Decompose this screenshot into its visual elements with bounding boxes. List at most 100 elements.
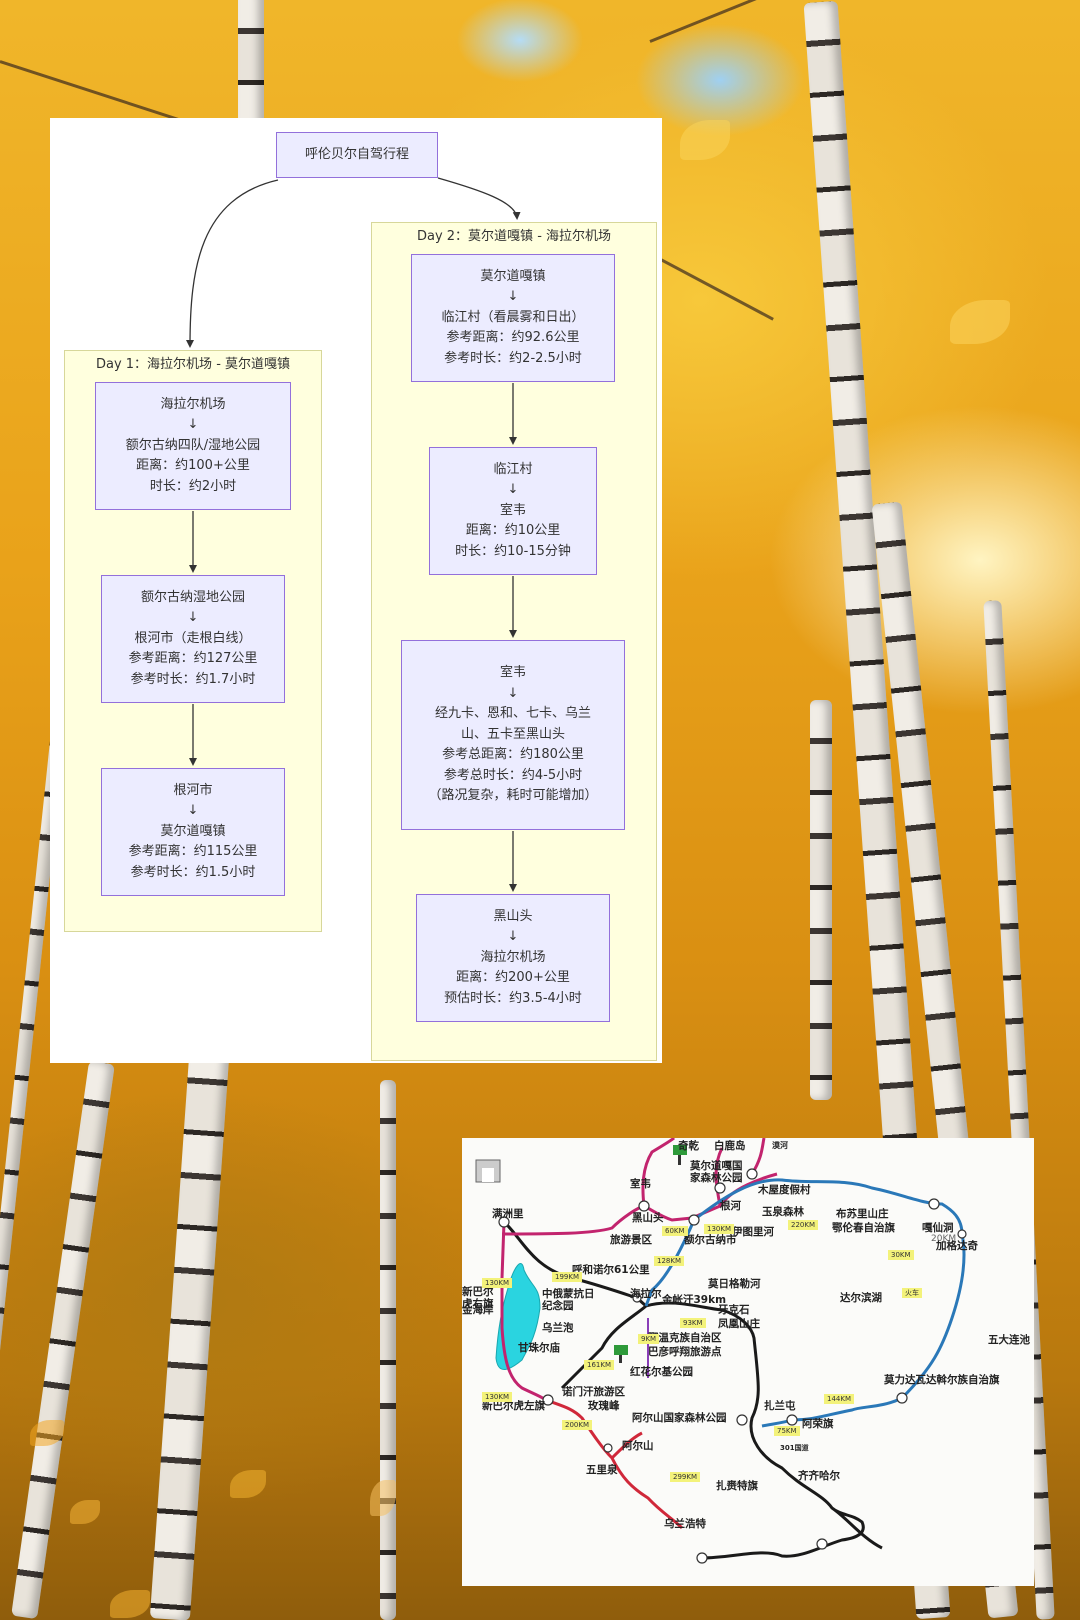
day2-step4-node: 黑山头 ↓ 海拉尔机场 距离：约200+公里 预估时长：约3.5-4小时 <box>416 894 610 1022</box>
distance-badge: 9KM <box>638 1334 660 1344</box>
step-duration: 参考总时长：约4-5小时 <box>443 767 583 783</box>
map-label: 五大连池 <box>988 1334 1030 1346</box>
step-duration: 预估时长：约3.5-4小时 <box>444 990 582 1006</box>
step-distance: 距离：约10公里 <box>465 523 561 539</box>
step-to: 临江村（看晨雾和日出） <box>441 309 585 325</box>
down-arrow-icon: ↓ <box>187 417 199 433</box>
map-label: 玉泉森林 <box>762 1206 804 1218</box>
distance-badge: 75KM <box>774 1426 800 1436</box>
distance-badge: 130KM <box>704 1224 734 1234</box>
map-label: 金帐汗39km <box>662 1294 727 1306</box>
station-markers <box>498 1168 967 1564</box>
step-from: 黑山头 <box>493 908 533 924</box>
leaf <box>680 120 730 160</box>
distance-badge: 93KM <box>680 1318 706 1328</box>
map-label: 301国道 <box>780 1444 809 1452</box>
map-label: 根河 <box>720 1200 741 1212</box>
day1-step2-node: 额尔古纳湿地公园 ↓ 根河市（走根白线） 参考距离：约127公里 参考时长：约1… <box>101 575 285 703</box>
map-label: 中俄蒙抗日纪念园 <box>542 1288 595 1312</box>
step-distance: 距离：约100+公里 <box>136 458 250 474</box>
day2-step3-node: 室韦 ↓ 经九卡、恩和、七卡、乌兰山、五卡至黑山头 参考总距离：约180公里 参… <box>401 640 625 830</box>
step-distance: 参考距离：约115公里 <box>128 844 258 860</box>
leaf <box>70 1500 100 1524</box>
step-from: 根河市 <box>173 782 213 798</box>
birch-trunk <box>380 1080 396 1620</box>
edge-root-day2 <box>437 177 521 220</box>
city-gate-icon <box>475 1159 501 1183</box>
map-label: 莫力达瓦达斡尔族自治旗 <box>884 1374 1000 1386</box>
map-label: 巴彦呼翔旅游点 <box>648 1346 722 1358</box>
step-distance: 参考距离：约92.6公里 <box>446 330 580 346</box>
root-title: 呼伦贝尔自驾行程 <box>304 146 409 162</box>
distance-badge: 220KM <box>788 1220 818 1230</box>
step-to: 室韦 <box>499 502 526 518</box>
map-label: 达尔滨湖 <box>840 1292 882 1304</box>
map-label: 黑山头 <box>632 1212 664 1224</box>
map-label: 白鹿岛 <box>714 1140 746 1152</box>
map-label: 旅游景区 <box>610 1234 652 1246</box>
map-label: 伊图里河 <box>732 1226 774 1238</box>
step-to: 莫尔道嘎镇 <box>160 823 226 839</box>
black-route <box>502 1220 883 1560</box>
step-to: 根河市（走根白线） <box>134 630 252 646</box>
route-map: 奇乾 白鹿岛 漠河 莫尔道嘎国家森林公园 室韦 木屋度假村 根河 玉泉森林 布苏… <box>462 1138 1034 1586</box>
down-arrow-icon: ↓ <box>187 610 199 626</box>
step-from: 莫尔道嘎镇 <box>480 268 546 284</box>
down-arrow-icon: ↓ <box>507 685 519 701</box>
down-arrow-icon: ↓ <box>187 803 199 819</box>
map-label: 加格达奇 <box>936 1240 978 1252</box>
distance-badge: 130KM <box>482 1278 512 1288</box>
map-label: 满洲里 <box>492 1208 524 1220</box>
map-label: 新巴尔虎左旗 <box>482 1400 545 1412</box>
day2-step2-node: 临江村 ↓ 室韦 距离：约10公里 时长：约10-15分钟 <box>429 447 597 575</box>
distance-badge: 130KM <box>482 1392 512 1402</box>
leaf <box>230 1470 266 1498</box>
step-from: 额尔古纳湿地公园 <box>140 589 245 605</box>
map-label: 乌兰浩特 <box>664 1518 706 1530</box>
distance-badge: 199KM <box>552 1272 582 1282</box>
step-from: 临江村 <box>493 461 533 477</box>
down-arrow-icon: ↓ <box>507 929 519 945</box>
leaf <box>110 1590 150 1618</box>
distance-badge: 144KM <box>824 1394 854 1404</box>
map-label: 凤凰山庄 <box>718 1318 760 1330</box>
step-from: 海拉尔机场 <box>160 396 226 412</box>
route-lines <box>475 1138 967 1564</box>
flowchart-edges <box>186 177 521 892</box>
map-label: 呼和诺尔61公里 <box>572 1264 650 1276</box>
day1-step1-node: 海拉尔机场 ↓ 额尔古纳四队/湿地公园 距离：约100+公里 时长：约2小时 <box>95 382 291 510</box>
map-label: 五里泉 <box>586 1464 618 1476</box>
map-label: 漠河 <box>772 1141 788 1150</box>
down-arrow-icon: ↓ <box>507 482 519 498</box>
step-to: 经九卡、恩和、七卡、乌兰山、五卡至黑山头 <box>434 706 591 742</box>
map-label: 奇乾 <box>678 1140 699 1152</box>
distance-badge: 299KM <box>670 1472 700 1482</box>
step-distance: 参考总距离：约180公里 <box>442 747 584 763</box>
step-duration: 参考时长：约1.5小时 <box>130 864 256 880</box>
map-label: 扎赉特旗 <box>716 1480 758 1492</box>
map-label: 阿尔山 <box>622 1440 654 1452</box>
step-from: 室韦 <box>499 665 526 681</box>
map-label: 莫日格勒河 <box>708 1278 761 1290</box>
day1-title: Day 1：海拉尔机场 - 莫尔道嘎镇 <box>95 357 291 372</box>
map-label: 诺门汗旅游区 <box>562 1386 625 1398</box>
down-arrow-icon: ↓ <box>507 289 519 305</box>
forest-park-icon <box>673 1145 687 1165</box>
root-node: 呼伦贝尔自驾行程 <box>276 132 438 178</box>
map-label: 乌兰泡 <box>542 1322 574 1334</box>
map-label: 布苏里山庄 <box>836 1208 889 1220</box>
step-note: （路况复杂，耗时可能增加） <box>428 788 598 804</box>
map-label: 阿尔山国家森林公园 <box>632 1412 727 1424</box>
step-to: 海拉尔机场 <box>480 949 546 965</box>
edge-root-day1 <box>186 179 279 348</box>
step-duration: 时长：约2小时 <box>149 478 237 494</box>
step-to: 额尔古纳四队/湿地公园 <box>125 437 261 453</box>
map-label: 甘珠尔庙 <box>518 1342 560 1354</box>
step-duration: 参考时长：约1.7小时 <box>130 671 256 687</box>
map-label: 木屋度假村 <box>758 1184 811 1196</box>
distance-badge: 20KM <box>931 1234 957 1244</box>
map-label: 鄂温克族自治区 <box>648 1332 722 1344</box>
leaf <box>950 300 1010 344</box>
map-label: 新巴尔虎右旗 <box>462 1286 494 1310</box>
itinerary-flowchart: 呼伦贝尔自驾行程 Day 1：海拉尔机场 - 莫尔道嘎镇 海拉尔机场 ↓ 额尔古… <box>50 118 662 1063</box>
